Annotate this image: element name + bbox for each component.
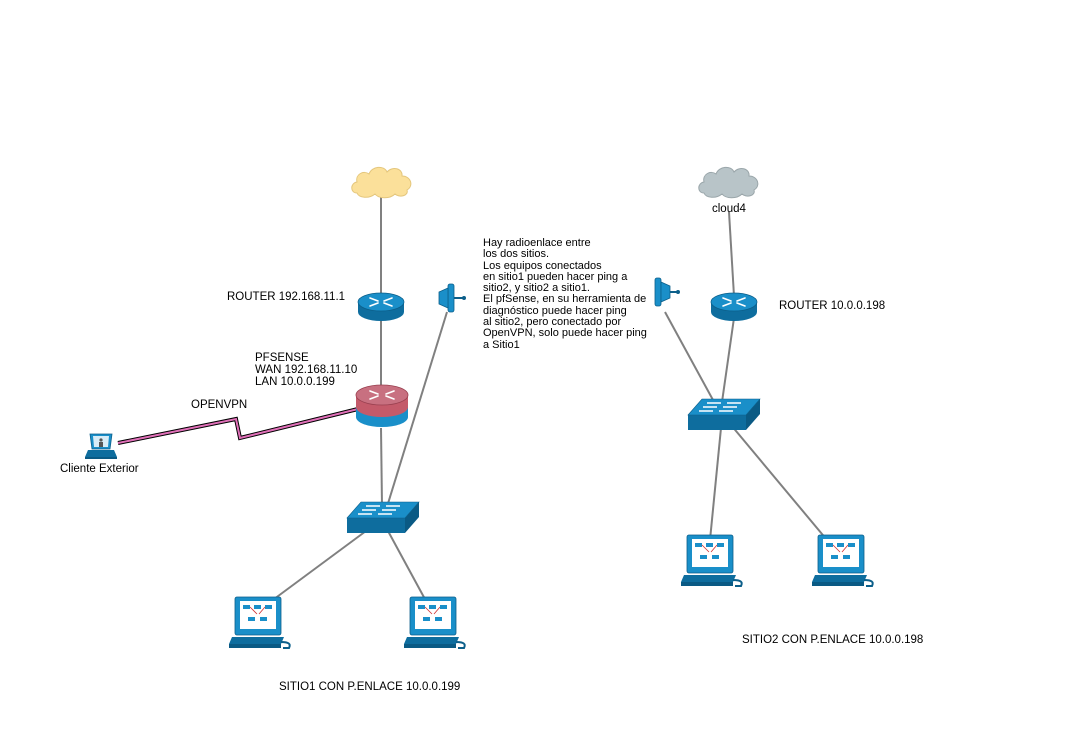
link-antenna2-switch2: [664, 311, 714, 401]
firewall-router-icon: [355, 384, 409, 427]
pfsense-wan-label: WAN 192.168.11.10: [255, 364, 358, 376]
workstation-icon: [404, 596, 466, 649]
workstation-icon: [812, 534, 874, 587]
router-icon: [357, 292, 405, 321]
antenna-site2: [648, 276, 680, 308]
link-switch2-pc4: [730, 424, 828, 541]
link-cloud4-router2: [728, 211, 735, 297]
laptop-client: [84, 433, 118, 459]
antenna-icon: [654, 277, 680, 307]
antenna-icon: [438, 283, 466, 313]
openvpn-label: OPENVPN: [191, 399, 248, 411]
pfsense-title-label: PFSENSE: [255, 352, 309, 364]
antenna-site1: [435, 282, 467, 314]
link-pfsense-switch1: [380, 427, 383, 507]
laptop-icon: [85, 433, 117, 459]
cloud-icon: [698, 166, 759, 199]
link-antenna1-switch1: [385, 311, 448, 511]
cloud-icon: [351, 166, 412, 199]
cloud-site2: [696, 163, 762, 199]
pfsense-router: [355, 383, 409, 429]
client-label: Cliente Exterior: [60, 463, 139, 475]
pfsense-lan-label: LAN 10.0.0.199: [255, 376, 335, 388]
openvpn-link-inner: [117, 408, 359, 444]
switch-site1: [346, 501, 420, 534]
router-site1: [357, 292, 405, 322]
workstation-site1-b: [404, 596, 468, 650]
radio-link-note: Hay radioenlace entre los dos sitios. Lo…: [483, 237, 647, 351]
cloud4-label: cloud4: [712, 203, 746, 215]
link-switch1-pc2: [387, 530, 427, 602]
cloud-site1: [349, 163, 415, 199]
switch-site2: [687, 398, 761, 431]
switch-icon: [687, 398, 761, 430]
switch-icon: [346, 501, 420, 533]
link-switch1-pc1: [265, 530, 367, 606]
router-site2-label: ROUTER 10.0.0.198: [779, 300, 886, 312]
workstation-icon: [229, 596, 291, 649]
workstation-site2-b: [812, 534, 876, 588]
router-site1-label: ROUTER 192.168.11.1: [227, 291, 346, 303]
router-site2: [710, 292, 758, 322]
workstation-site1-a: [229, 596, 293, 650]
workstation-icon: [681, 534, 743, 587]
link-router2-switch2: [721, 317, 735, 403]
workstation-site2-a: [681, 534, 745, 588]
link-switch2-pc3: [709, 427, 722, 541]
site1-label: SITIO1 CON P.ENLACE 10.0.0.199: [279, 681, 461, 693]
router-icon: [710, 292, 758, 321]
site2-label: SITIO2 CON P.ENLACE 10.0.0.198: [742, 634, 924, 646]
